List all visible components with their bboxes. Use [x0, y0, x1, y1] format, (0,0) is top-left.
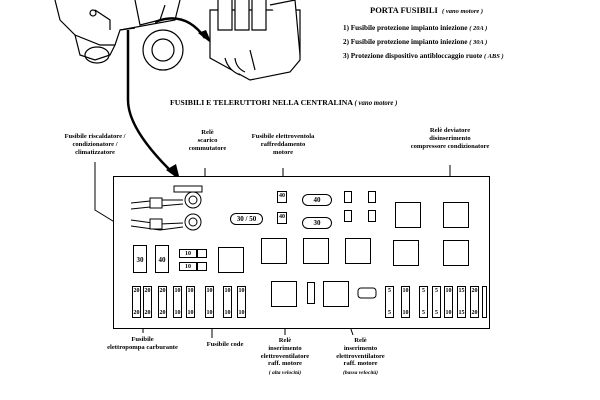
relay-6 [443, 240, 469, 266]
fuse-10-b: 10 [179, 262, 197, 271]
fuse-item-1: 1) Fusibile protezione impianto iniezion… [343, 24, 488, 32]
fuse-holder-title: PORTA FUSIBILI ( vano motore ) [370, 5, 484, 15]
fuse-30: 30 [133, 245, 147, 273]
car-illustration [54, 0, 184, 71]
relay-3 [261, 238, 287, 264]
relay-1 [395, 202, 421, 228]
fuse-slot-mid [307, 282, 315, 304]
fuse-30-50: 30 / 50 [230, 213, 263, 225]
relay-diverter [393, 240, 419, 266]
relay-discharge [218, 247, 244, 273]
fuse-item-2: 2) Fusibile protezione impianto iniezion… [343, 38, 488, 46]
fuse-small-1 [344, 191, 352, 203]
fuse-slot-a [197, 249, 207, 258]
relay-box-illustration [209, 0, 301, 81]
fuse-10-a: 10 [179, 249, 197, 258]
relay-4 [303, 238, 329, 264]
fuse-40-v1: 40 [277, 191, 287, 203]
fuse-oval-40: 40 [302, 194, 332, 206]
label-tail-fuse: Fusibile code [206, 341, 244, 348]
fuse-slot-b [197, 262, 207, 271]
relay-5 [345, 238, 371, 264]
fuse-oval-30: 30 [302, 217, 332, 229]
relay-2 [443, 202, 469, 228]
label-heater-fuse: Fusibile riscaldatore /condizionatore /c… [64, 133, 126, 156]
fuse-40-v2: 40 [277, 212, 287, 224]
fuse-small-4 [368, 210, 376, 222]
relay-fan-high [271, 281, 297, 307]
fuse-item-3: 3) Protezione dispositivo antibloccaggio… [343, 52, 504, 60]
fuse-40: 40 [155, 245, 169, 273]
fuse-small-2 [344, 210, 352, 222]
relay-fan-low [323, 281, 349, 307]
section-title: FUSIBILI E TELERUTTORI NELLA CENTRALINA … [170, 98, 398, 107]
fuse-small-3 [368, 191, 376, 203]
fuse-br-7 [482, 286, 487, 318]
